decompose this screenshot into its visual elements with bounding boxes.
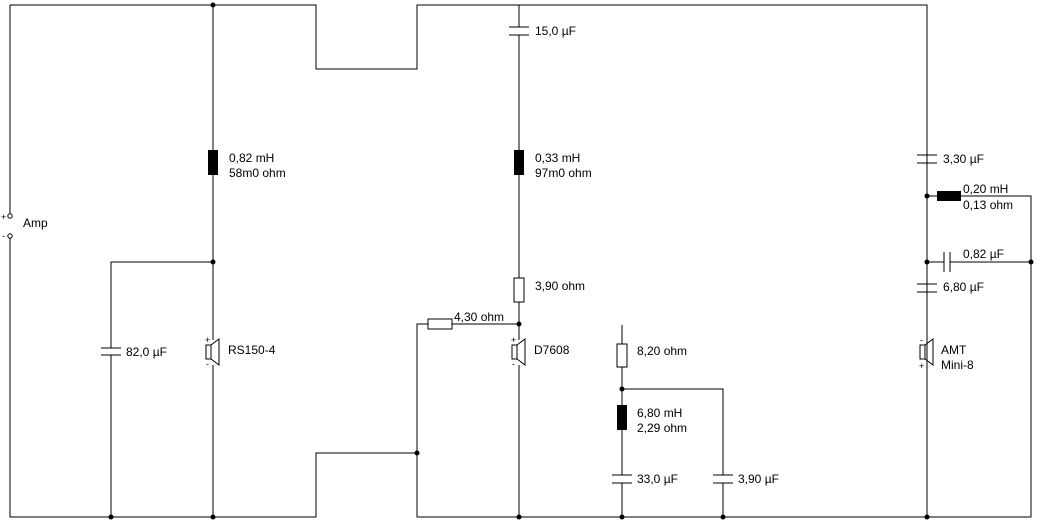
- capacitor-c-notch-2: 3,90 µF: [713, 472, 779, 486]
- svg-text:-: -: [512, 359, 515, 369]
- resistor-r-mid-series: 3,90 ohm: [513, 277, 585, 303]
- svg-text:58m0 ohm: 58m0 ohm: [229, 166, 286, 180]
- svg-text:3,90 µF: 3,90 µF: [738, 472, 779, 486]
- svg-text:15,0 µF: 15,0 µF: [535, 24, 576, 38]
- svg-text:6,80 µF: 6,80 µF: [943, 280, 984, 294]
- capacitor-c-notch-1: 33,0 µF: [612, 472, 678, 486]
- svg-text:+: +: [205, 335, 210, 345]
- capacitor-c-mid-top: 15,0 µF: [509, 24, 576, 38]
- inductor-l-notch: 6,80 mH 2,29 ohm: [617, 405, 687, 435]
- svg-text:+: +: [511, 335, 516, 345]
- svg-text:8,20 ohm: 8,20 ohm: [637, 344, 687, 358]
- svg-text:4,30 ohm: 4,30 ohm: [454, 310, 504, 324]
- svg-text:0,20 mH: 0,20 mH: [963, 182, 1008, 196]
- resistor-r-mid-shunt: 4,30 ohm: [427, 310, 504, 330]
- wires: [9, 4, 1032, 518]
- capacitor-c-tw-1: 3,30 µF: [917, 152, 984, 166]
- inductor-l-mid: 0,33 mH 97m0 ohm: [514, 150, 592, 180]
- capacitor-c-bass: 82,0 µF: [101, 345, 167, 359]
- svg-text:RS150-4: RS150-4: [228, 343, 276, 357]
- capacitor-c-tw-par: 0,82 µF: [943, 247, 1004, 272]
- svg-text:+: +: [919, 361, 924, 371]
- svg-text:AMT: AMT: [941, 343, 967, 357]
- svg-text:Mini-8: Mini-8: [941, 358, 974, 372]
- svg-text:-: -: [206, 359, 209, 369]
- svg-text:0,82 µF: 0,82 µF: [963, 247, 1004, 261]
- svg-text:D7608: D7608: [534, 343, 570, 357]
- svg-text:-: -: [2, 231, 5, 241]
- svg-text:3,90 ohm: 3,90 ohm: [535, 279, 585, 293]
- resistor-r-notch: 8,20 ohm: [616, 343, 687, 368]
- inductor-l-bass: 0,82 mH 58m0 ohm: [208, 150, 286, 180]
- svg-text:3,30 µF: 3,30 µF: [943, 152, 984, 166]
- svg-text:0,13 ohm: 0,13 ohm: [963, 198, 1013, 212]
- svg-text:82,0 µF: 82,0 µF: [126, 345, 167, 359]
- svg-text:33,0 µF: 33,0 µF: [637, 472, 678, 486]
- svg-text:2,29 ohm: 2,29 ohm: [637, 421, 687, 435]
- svg-text:0,82 mH: 0,82 mH: [229, 151, 274, 165]
- svg-text:-: -: [920, 335, 923, 345]
- svg-text:6,80 mH: 6,80 mH: [637, 406, 682, 420]
- amp-terminal: + - Amp: [1, 212, 48, 241]
- midrange-speaker-icon: + - D7608: [511, 335, 570, 369]
- svg-text:0,33 mH: 0,33 mH: [535, 151, 580, 165]
- svg-text:97m0 ohm: 97m0 ohm: [535, 166, 592, 180]
- junctions: [108, 2, 1034, 520]
- inductor-l-tw: 0,20 mH 0,13 ohm: [937, 182, 1013, 212]
- woofer-speaker-icon: + - RS150-4: [205, 335, 276, 369]
- tweeter-speaker-icon: - + AMT Mini-8: [919, 335, 974, 372]
- amp-label: Amp: [23, 216, 48, 230]
- svg-text:+: +: [1, 212, 6, 222]
